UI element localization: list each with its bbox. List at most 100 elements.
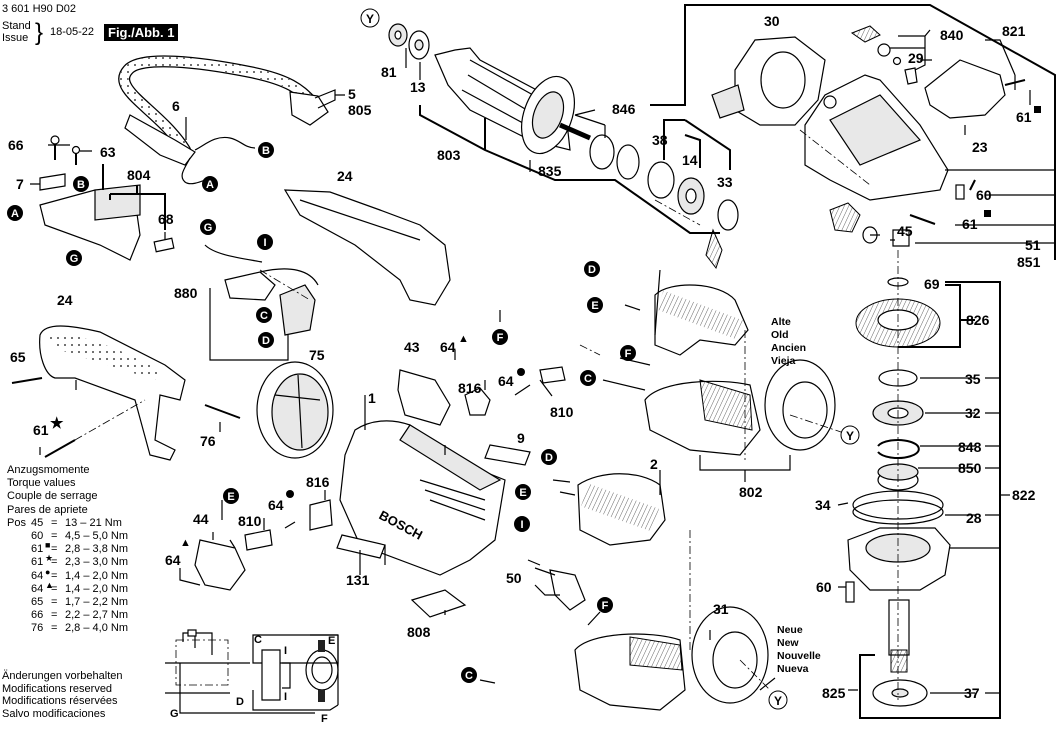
part-label-33: 33: [717, 174, 733, 190]
part-label-24-upper: 24: [337, 168, 353, 184]
connector-marker-f-coil-new: F: [597, 597, 613, 613]
label-9: [484, 444, 531, 466]
part-label-5: 5: [348, 86, 356, 102]
ring-38: [647, 161, 675, 199]
part-label-43: 43: [404, 339, 420, 355]
svg-text:Vieja: Vieja: [771, 355, 795, 367]
svg-text:G: G: [70, 253, 79, 265]
circle-symbol-icon: ●: [45, 566, 51, 577]
torque-title-en: Torque values: [7, 477, 76, 490]
part-label-846: 846: [612, 101, 636, 117]
svg-text:F: F: [602, 600, 609, 612]
torque-pos: 64●: [31, 566, 51, 582]
connector-marker-c-coil-old: C: [580, 370, 596, 386]
motor-symbol: [305, 649, 339, 691]
triangle-symbol-icon: ▲: [180, 537, 191, 549]
part-label-2: 2: [650, 456, 658, 472]
notice-es: Salvo modificaciones: [2, 707, 106, 720]
pinion: [829, 202, 861, 233]
suppressor-symbol: [261, 649, 281, 701]
part-68-shape: [153, 237, 175, 253]
field-coil-e-symbol: [318, 640, 325, 652]
part-label-28: 28: [966, 510, 982, 526]
svg-text:Nueva: Nueva: [777, 663, 809, 675]
torque-row: 64▲=1,4 – 2,0 Nm: [7, 579, 128, 596]
bearing-13: [408, 30, 430, 60]
torque-value: 2,3 – 3,0 Nm: [65, 556, 128, 569]
screw-60-upper: [955, 184, 965, 200]
connector-marker-a-cord: A: [202, 176, 218, 192]
part-label-35: 35: [965, 371, 981, 387]
part-label-848: 848: [958, 439, 982, 455]
part-label-51: 51: [1025, 237, 1041, 253]
torque-row: 61★=2,3 – 3,0 Nm: [7, 553, 128, 569]
svg-text:Old: Old: [771, 329, 789, 341]
svg-text:D: D: [545, 452, 553, 464]
axis-marker-y-bottom: Y: [768, 690, 788, 710]
torque-row: 60=4,5 – 5,0 Nm: [7, 530, 128, 543]
part-label-45: 45: [897, 223, 913, 239]
connector-marker-g-switch: G: [66, 250, 82, 266]
torque-pos: 64▲: [31, 579, 54, 595]
svg-text:Nouvelle: Nouvelle: [777, 650, 821, 662]
part-label-13: 13: [410, 79, 426, 95]
part-label-9: 9: [517, 430, 525, 446]
brace-symbol: }: [35, 19, 44, 46]
modifications-notice: Änderungen vorbehalten Modifications res…: [2, 670, 122, 720]
torque-row: 76=2,8 – 4,0 Nm: [7, 622, 128, 635]
pos-label: Pos: [7, 516, 26, 529]
torque-pos: 61■: [31, 540, 51, 556]
figure-label: Fig./Abb. 1: [104, 24, 179, 41]
field-coil-lower-old: [644, 379, 761, 456]
svg-text:E: E: [519, 487, 526, 499]
part-label-810-upper: 810: [550, 404, 574, 420]
svg-text:A: A: [11, 208, 19, 220]
torque-value: 4,5 – 5,0 Nm: [65, 530, 128, 543]
part-label-850: 850: [958, 460, 982, 476]
screw-65: [11, 377, 43, 384]
part-label-131: 131: [346, 572, 370, 588]
part-label-64-triangle-lower: 64: [165, 552, 181, 568]
torque-pos: 65: [31, 596, 44, 609]
svg-text:E: E: [591, 300, 598, 312]
part-label-23: 23: [972, 139, 988, 155]
part-label-34: 34: [815, 497, 831, 513]
part-label-821: 821: [1002, 23, 1026, 39]
brush-holder-816-lower: [309, 499, 333, 531]
connector-marker-e-coil-old: E: [587, 297, 603, 313]
svg-text:B: B: [77, 179, 85, 191]
svg-text:D: D: [588, 264, 596, 276]
nut-33: [717, 199, 739, 231]
wiring-schematic: C D E F G I I: [165, 629, 339, 725]
screw-61-star: [44, 439, 76, 458]
screw-60-lower: [845, 581, 855, 603]
torque-pos: 66: [31, 609, 44, 622]
field-coil-f-symbol: [318, 690, 325, 702]
part-label-76: 76: [200, 433, 216, 449]
screw-61-lower: [909, 214, 936, 225]
torque-table: Anzugsmomente Torque values Couple de se…: [7, 464, 128, 636]
notice-en: Modifications reserved: [2, 682, 113, 695]
svg-text:Neue: Neue: [777, 624, 803, 636]
document-number: 3 601 H90 D02: [2, 3, 76, 15]
part-label-65: 65: [10, 349, 26, 365]
pinion-spring: [705, 228, 723, 270]
wiring-label-g: G: [170, 708, 179, 720]
part-label-64-circle-upper: 64: [498, 373, 514, 389]
part-label-30: 30: [764, 13, 780, 29]
washer-846: [616, 144, 640, 180]
circlip-846: [589, 134, 615, 170]
stator-ring-old: [764, 359, 836, 451]
connector-marker-a-switch: A: [7, 205, 23, 221]
square-symbol-icon: [984, 210, 991, 217]
svg-text:Y: Y: [774, 694, 782, 708]
part-label-835: 835: [538, 163, 562, 179]
wiring-label-i-top: I: [284, 645, 287, 657]
torque-pos: 60: [31, 530, 44, 543]
brush-810-lower: [244, 529, 273, 551]
torque-row: 61■=2,8 – 3,8 Nm: [7, 540, 128, 556]
torque-value: 1,4 – 2,0 Nm: [65, 582, 128, 595]
connector-marker-i-50: I: [514, 516, 530, 532]
part-label-7: 7: [16, 176, 24, 192]
